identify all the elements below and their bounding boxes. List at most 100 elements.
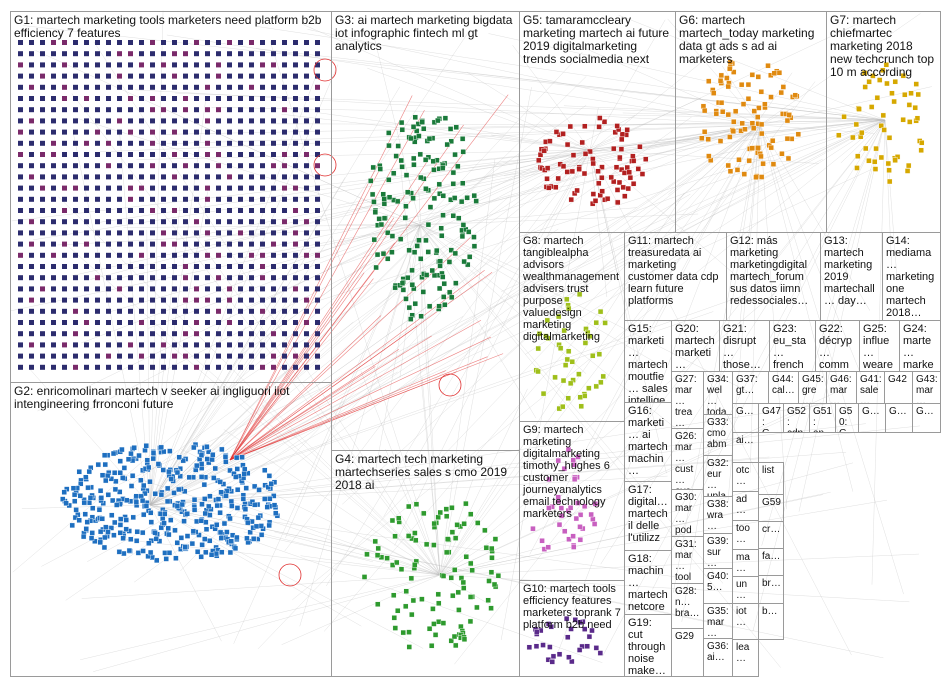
group-tiny[interactable]: iot… — [732, 603, 759, 640]
group-tiny[interactable]: br… — [758, 575, 784, 604]
group-tiny[interactable]: otc… — [732, 462, 759, 492]
group-g18[interactable]: G18: machin… martech netcore… — [624, 550, 672, 615]
group-g32[interactable]: G32: eur… upla… — [703, 455, 733, 497]
node — [150, 364, 155, 370]
group-g19[interactable]: G19: cut through noise make… — [624, 614, 672, 677]
group-g16[interactable]: G16: marketi… ai martech machin… — [624, 402, 672, 482]
group-g13[interactable]: G13: martech marketing 2019 martechall… … — [820, 232, 883, 321]
group-g45[interactable]: G45: gre… — [798, 371, 827, 404]
node — [117, 297, 122, 303]
group-g6[interactable]: G6: martech martech_today marketing data… — [675, 11, 827, 233]
group-g1[interactable]: G1: martech marketing tools marketers ne… — [10, 11, 332, 383]
group-g29[interactable]: G29 — [671, 628, 704, 677]
node — [586, 633, 593, 640]
group-g35[interactable]: G35: mar… — [703, 603, 733, 639]
group-g14[interactable]: G14: mediama… marketing one martech 2018… — [882, 232, 941, 321]
node — [293, 73, 298, 79]
group-g23[interactable]: G23: eu_sta… french… — [769, 320, 816, 372]
group-g44[interactable]: G44: cal… — [768, 371, 799, 404]
group-g30[interactable]: G30: mar… pod… — [671, 489, 704, 537]
group-g37[interactable]: G37: gt… — [732, 371, 769, 404]
edge — [21, 504, 151, 509]
group-g40[interactable]: G40: 5… — [703, 568, 733, 604]
group-tiny[interactable]: list — [758, 462, 784, 495]
group-tiny[interactable]: un… — [732, 576, 759, 604]
group-g7[interactable]: G7: martech chiefmartec marketing 2018 n… — [826, 11, 941, 233]
node — [183, 275, 188, 281]
group-g46[interactable]: G46: mar… — [826, 371, 857, 404]
node — [95, 264, 100, 269]
group-g33[interactable]: G33: cmo abm… — [703, 414, 733, 456]
group-label: G45: gre… — [802, 374, 827, 404]
group-g52[interactable]: G52: cdp… — [783, 403, 810, 433]
node — [255, 514, 262, 521]
group-g36[interactable]: G36: ai… — [703, 638, 733, 677]
group-tiny[interactable] — [859, 403, 860, 404]
group-g50[interactable]: G50: G… — [835, 403, 859, 433]
edge — [71, 93, 441, 576]
node — [194, 320, 199, 325]
group-tiny[interactable]: cr… — [758, 521, 784, 549]
group-g22[interactable]: G22: décryp… comm… — [815, 320, 860, 372]
node — [750, 125, 757, 131]
group-g47[interactable]: G47: G… — [758, 403, 784, 433]
group-g5[interactable]: G5: tamaramccleary marketing martech ai … — [519, 11, 676, 233]
group-g17[interactable]: G17: digital… martech il delle l'utilizz… — [624, 481, 672, 551]
group-g21[interactable]: G21: disrupt… those… — [719, 320, 770, 372]
group-g43[interactable]: G43: mar… — [912, 371, 941, 404]
group-g11[interactable]: G11: martech treasuredata ai marketing c… — [624, 232, 727, 321]
node — [265, 484, 271, 490]
node — [117, 353, 122, 359]
group-tiny[interactable]: ad… — [732, 491, 759, 521]
node — [123, 517, 129, 523]
group-tiny[interactable]: fa… — [758, 548, 784, 576]
group-g51[interactable]: G51: an… — [809, 403, 836, 433]
node — [438, 225, 444, 231]
group-tiny[interactable]: too… — [732, 520, 759, 550]
group-g24[interactable]: G24: marte… marke… — [899, 320, 941, 372]
group-g2[interactable]: G2: enricomolinari martech v seeker ai i… — [10, 382, 332, 677]
group-g59[interactable]: G59 — [758, 494, 784, 522]
group-g12[interactable]: G12: más marketing marketingdigital mart… — [726, 232, 821, 321]
node — [252, 502, 258, 508]
node — [18, 73, 23, 79]
group-tiny[interactable]: b… — [758, 603, 784, 640]
edge — [681, 124, 761, 622]
group-tiny[interactable]: ai… — [732, 432, 759, 463]
group-g3[interactable]: G3: ai martech marketing bigdata iot inf… — [331, 11, 520, 451]
group-g10[interactable]: G10: martech tools efficiency features m… — [519, 580, 625, 677]
group-g39[interactable]: G39: sur… — [703, 533, 733, 569]
group-tiny[interactable]: G… — [912, 403, 941, 433]
group-g25[interactable]: G25: influe… weare… — [859, 320, 900, 372]
group-tiny[interactable]: ma… — [732, 549, 759, 577]
group-g20[interactable]: G20: martech marketi… — [671, 320, 720, 372]
group-tiny[interactable]: lea… — [732, 639, 759, 677]
node — [139, 208, 144, 213]
node — [142, 490, 148, 497]
node — [547, 644, 553, 650]
node — [406, 644, 412, 650]
node — [577, 619, 583, 626]
node — [439, 165, 446, 171]
group-g42[interactable]: G42 — [884, 371, 913, 404]
group-g28[interactable]: G28: n… bra… — [671, 583, 704, 629]
group-tiny[interactable]: G… — [858, 403, 886, 433]
node — [172, 297, 177, 303]
group-g27[interactable]: G27: mar… trea… — [671, 371, 704, 429]
node — [460, 579, 467, 586]
group-g26[interactable]: G26: mar… cust… ava… — [671, 428, 704, 490]
group-g15[interactable]: G15: marketi… martech moutfie… sales int… — [624, 320, 672, 403]
group-g9[interactable]: G9: martech marketing digitalmarketing t… — [519, 421, 625, 581]
group-g31[interactable]: G31: mar… tool… — [671, 536, 704, 584]
node — [161, 140, 166, 146]
group-tiny[interactable]: G… — [732, 403, 759, 433]
group-g41[interactable]: G41: sale… — [856, 371, 885, 404]
group-g34[interactable]: G34: wel… toda… — [703, 371, 733, 415]
group-tiny[interactable]: G… — [885, 403, 913, 433]
node — [161, 84, 166, 90]
group-g38[interactable]: G38: wra… — [703, 496, 733, 534]
group-g8[interactable]: G8: martech tangiblealpha advisors wealt… — [519, 232, 625, 422]
node — [536, 331, 543, 337]
group-g4[interactable]: G4: martech tech marketing martechseries… — [331, 450, 520, 677]
node — [450, 592, 456, 599]
